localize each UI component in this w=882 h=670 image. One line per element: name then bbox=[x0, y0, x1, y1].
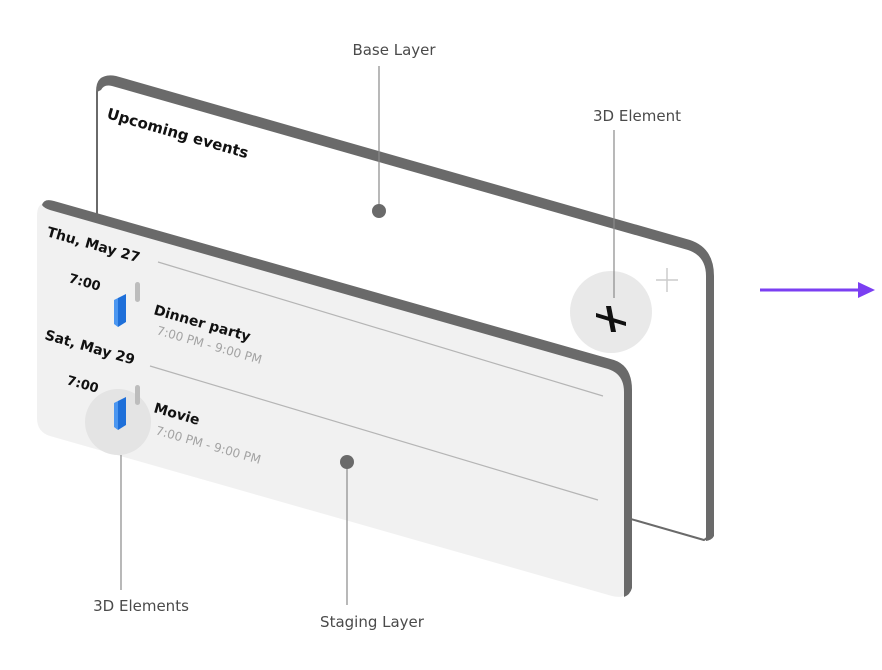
right-arrow-icon bbox=[760, 282, 875, 298]
staging-layer-card: Thu, May 27 7:00 Dinner party 7:00 PM - … bbox=[37, 200, 632, 597]
base-layer-edge bbox=[97, 75, 714, 541]
event-marker-3d-icon bbox=[114, 397, 126, 430]
staging-layer-label: Staging Layer bbox=[320, 613, 425, 631]
3d-elements-label: 3D Elements bbox=[93, 597, 189, 615]
add-3d-button[interactable] bbox=[570, 271, 652, 353]
scroll-handle bbox=[135, 385, 140, 405]
plus-3d-icon bbox=[596, 306, 626, 332]
scroll-handle bbox=[135, 282, 140, 302]
divider bbox=[157, 261, 604, 397]
3d-element-label: 3D Element bbox=[593, 107, 681, 125]
divider bbox=[149, 365, 599, 501]
leader-dot bbox=[340, 455, 354, 469]
base-layer-label: Base Layer bbox=[352, 41, 436, 59]
leader-dot bbox=[372, 204, 386, 218]
plus-icon[interactable] bbox=[656, 268, 678, 292]
event-marker-3d-icon bbox=[114, 294, 126, 327]
callout-leaders bbox=[120, 66, 615, 605]
